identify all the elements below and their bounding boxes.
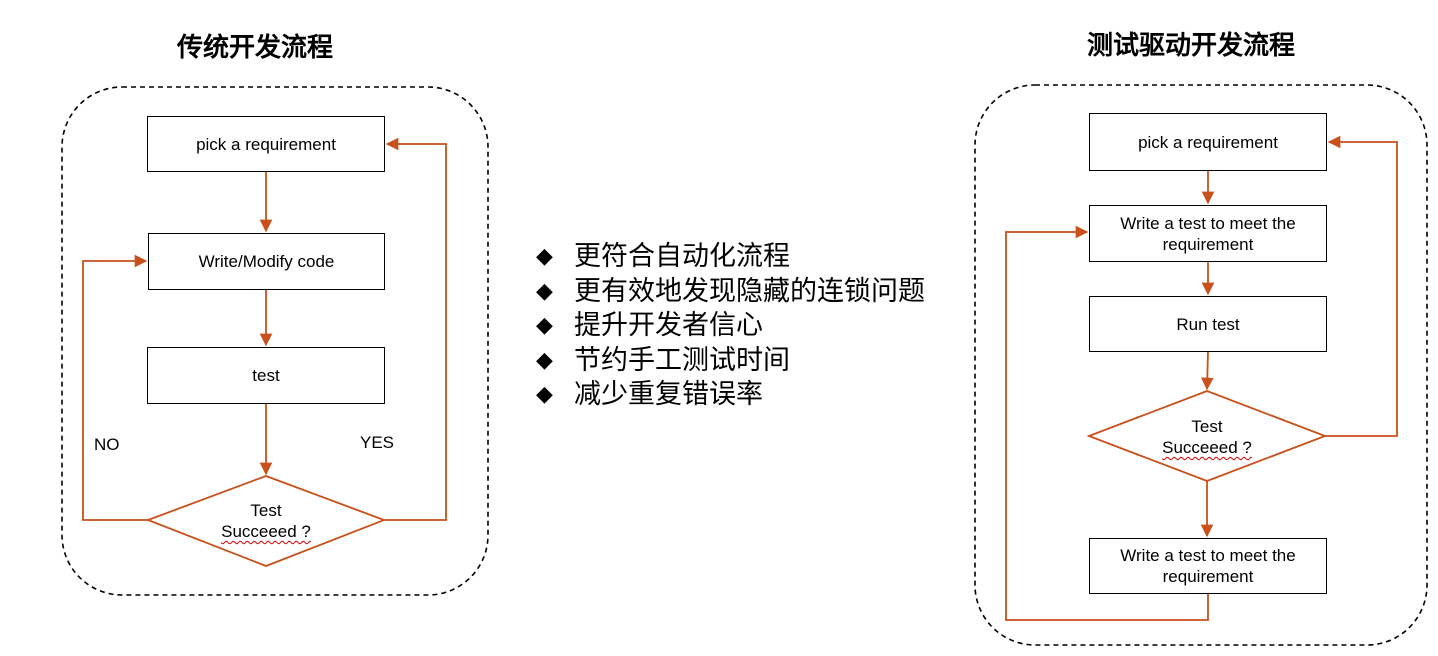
right-run-test-box: Run test [1089,296,1327,352]
left-write-modify-code-label: Write/Modify code [198,252,335,271]
left-test-label: test [252,366,280,385]
diamond-bullet-icon: ◆ [536,313,553,338]
benefit-item: ◆ 更符合自动化流程 [536,240,925,275]
benefit-text: 提升开发者信心 [574,310,763,341]
benefit-item: ◆ 节约手工测试时间 [536,344,925,379]
benefit-text: 减少重复错误率 [574,379,763,410]
diamond-bullet-icon: ◆ [536,382,553,407]
right-write-test-line2: requirement [1162,234,1254,254]
right-arrow-run-to-decision [1201,351,1214,391]
right-process-container [974,84,1428,646]
right-pick-requirement-label: pick a requirement [1138,132,1278,152]
benefit-text: 节约手工测试时间 [574,344,790,376]
diamond-bullet-icon: ◆ [536,347,553,373]
left-decision-line1: Test [250,501,282,520]
right-write-test-bottom-line1: Write a test to meet the [1120,546,1296,565]
left-decision-text: Test Succeeed ? [221,500,311,542]
right-write-test-bottom-box: Write a test to meet the requirement [1089,538,1327,594]
benefit-text: 更符合自动化流程 [574,241,790,272]
right-write-test-bottom-line2: requirement [1162,567,1254,586]
right-run-test-label: Run test [1176,314,1240,334]
right-title: 测试驱动开发流程 [1087,31,1296,61]
right-yes-loop-arrow [1325,135,1398,437]
left-test-box: test [147,347,385,404]
benefit-text: 更有效地发现隐藏的连锁问题 [574,275,925,307]
diamond-bullet-icon: ◆ [536,244,553,269]
benefit-item: ◆ 提升开发者信心 [536,309,925,344]
right-write-test-line1: Write a test to meet the [1120,213,1296,233]
right-decision-text: Test Succeeed ? [1162,416,1252,458]
left-decision-diamond [145,475,387,567]
benefit-item: ◆ 减少重复错误率 [536,378,925,413]
right-decision-line2: Succeeed ? [1162,438,1252,457]
left-title: 传统开发流程 [177,33,334,63]
right-write-test-box: Write a test to meet the requirement [1089,205,1327,262]
left-pick-requirement-box: pick a requirement [147,116,385,172]
left-yes-loop-arrow [384,137,447,521]
right-pick-requirement-box: pick a requirement [1089,113,1327,171]
left-write-modify-code-box: Write/Modify code [148,233,385,290]
left-decision-line2: Succeeed ? [221,522,311,541]
left-no-loop-arrow [82,254,148,521]
left-pick-requirement-label: pick a requirement [196,134,336,154]
right-no-loop-arrow [1005,225,1209,621]
benefit-item: ◆ 更有效地发现隐藏的连锁问题 [536,275,925,310]
left-no-label: NO [94,435,120,454]
benefits-list: ◆ 更符合自动化流程 ◆ 更有效地发现隐藏的连锁问题 ◆ 提升开发者信心 ◆ 节约手工测… [536,240,925,413]
left-yes-label: YES [360,433,395,452]
diamond-bullet-icon: ◆ [536,278,553,304]
left-process-container [61,86,489,596]
right-decision-line1: Test [1191,417,1223,436]
